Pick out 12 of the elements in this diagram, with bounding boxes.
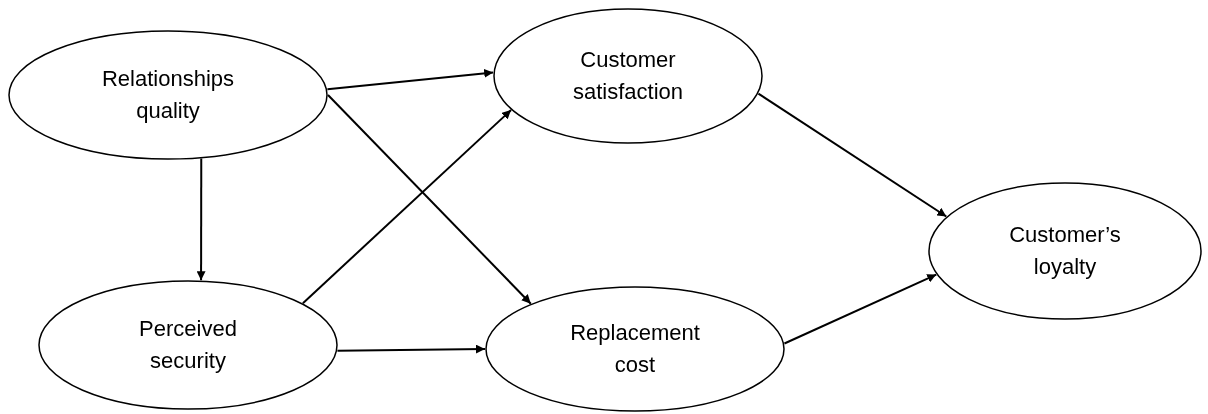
arrow	[301, 109, 513, 305]
construct-label: Relationships quality	[100, 65, 236, 125]
arrow	[327, 94, 532, 305]
construct-label: Replacement cost	[569, 319, 701, 379]
arrow	[757, 92, 948, 218]
arrow	[336, 344, 486, 354]
construct-label: Perceived security	[138, 315, 238, 375]
arrow	[783, 273, 938, 345]
arrow	[196, 157, 206, 282]
construct-label: Customer’s loyalty	[1008, 221, 1122, 281]
construct-label: Customer satisfaction	[571, 46, 685, 106]
arrow	[326, 68, 495, 91]
